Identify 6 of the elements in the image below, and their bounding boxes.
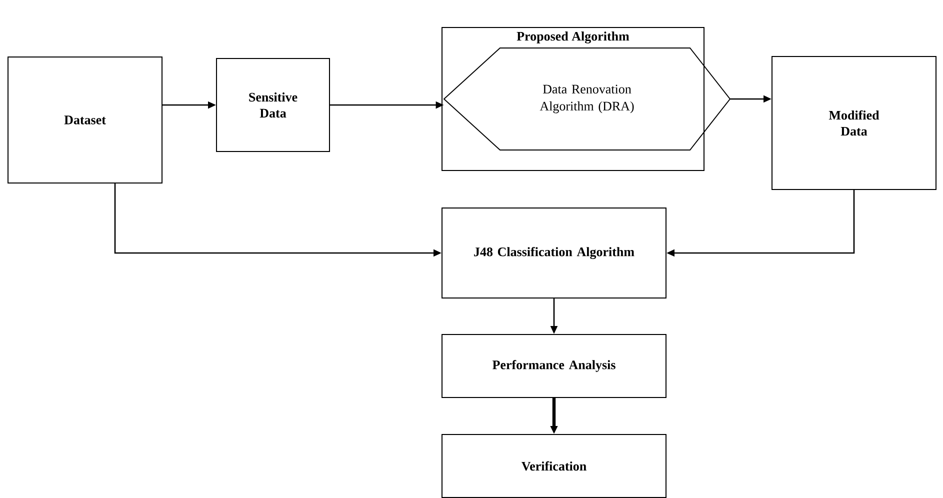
process-box: Verification bbox=[442, 434, 666, 498]
process-box: Sensitive Data bbox=[216, 58, 330, 152]
process-box: J48 Classification Algorithm bbox=[442, 208, 666, 298]
process-box: Performance Analysis bbox=[442, 334, 666, 398]
process-box: Modified Data bbox=[772, 56, 936, 190]
process-box: Dataset bbox=[8, 56, 162, 184]
